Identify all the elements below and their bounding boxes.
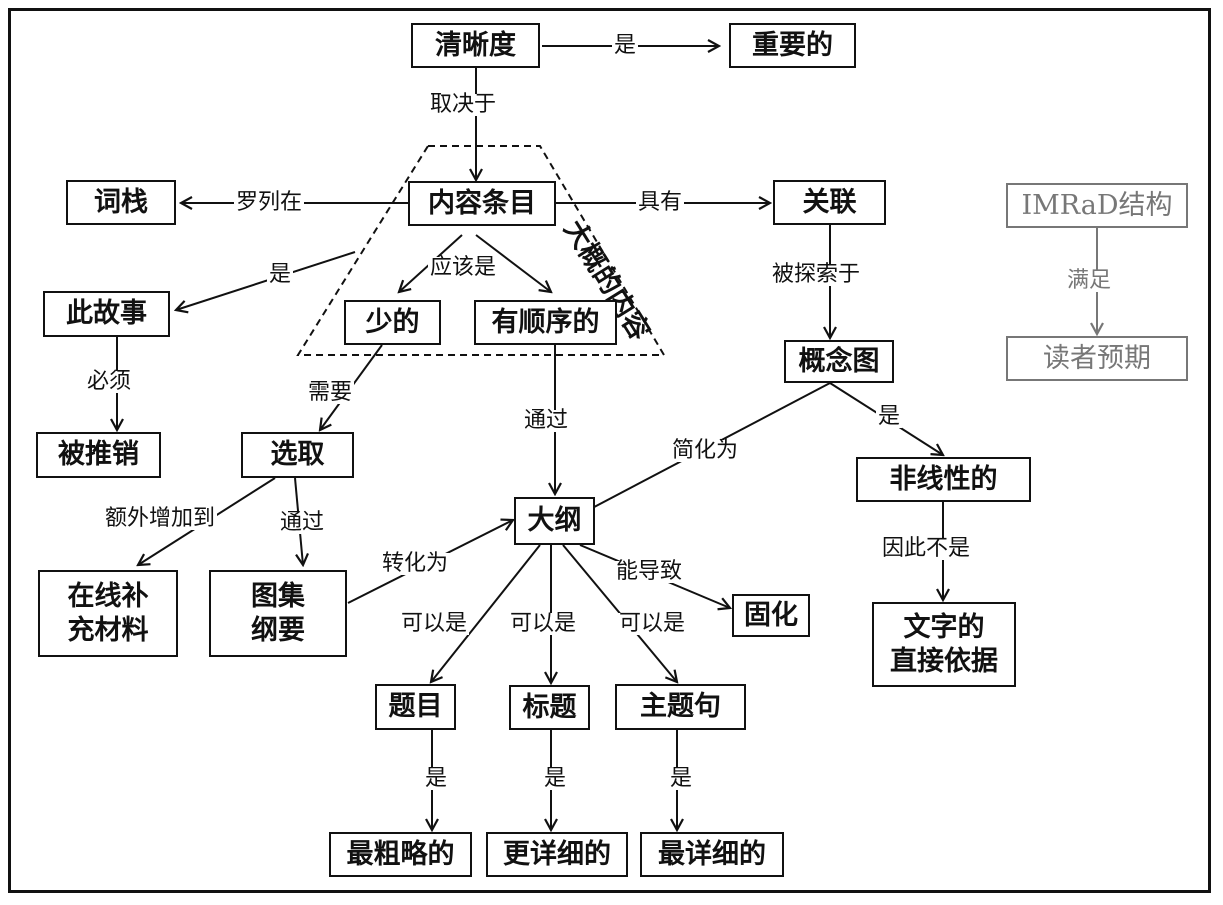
node-promoted: 被推销: [36, 432, 161, 478]
node-nonlinear: 非线性的: [856, 457, 1031, 502]
edge-label-explored-in: 被探索于: [770, 262, 863, 287]
node-title: 题目: [375, 684, 456, 730]
edge-label-is-3: 是: [668, 766, 695, 791]
edge-content-story: [176, 251, 356, 310]
edge-label-via-select: 通过: [278, 510, 327, 535]
node-most-detailed: 最详细的: [640, 832, 784, 877]
node-select: 选取: [241, 432, 354, 478]
edge-label-has: 具有: [636, 190, 685, 215]
text-basis-line-2: 直接依据: [890, 645, 998, 677]
edge-label-converted-to: 转化为: [380, 551, 451, 576]
edge-label-therefore-not: 因此不是: [880, 536, 973, 561]
node-topic-sentence: 主题句: [615, 684, 746, 730]
text-basis-line-1: 文字的: [903, 611, 985, 643]
edge-content-ordered: [475, 234, 551, 292]
node-reader-expectation: 读者预期: [1006, 336, 1188, 381]
edge-label-can-be-1: 可以是: [399, 611, 470, 636]
node-online-supplement: 在线补充材料: [38, 570, 178, 657]
node-outline: 大纲: [514, 497, 595, 545]
node-roughest: 最粗略的: [329, 832, 472, 877]
node-heading: 标题: [509, 685, 590, 730]
edge-label-can-lead-to: 能导致: [614, 559, 685, 584]
node-solidify: 固化: [732, 594, 810, 637]
node-figure-summary: 图集纲要: [209, 570, 347, 657]
edge-label-is-nonlinear: 是: [876, 404, 903, 429]
node-content-items: 内容条目: [408, 181, 556, 226]
figure-summary-line-2: 纲要: [251, 614, 305, 646]
edge-label-can-be-3: 可以是: [617, 611, 688, 636]
node-word-stack: 词栈: [66, 180, 176, 225]
edge-label-is-2: 是: [542, 766, 569, 791]
node-ordered: 有顺序的: [474, 300, 617, 345]
edge-label-can-be-2: 可以是: [508, 611, 579, 636]
node-imrad: IMRaD结构: [1006, 183, 1188, 228]
node-this-story: 此故事: [43, 291, 170, 337]
node-few: 少的: [344, 300, 441, 345]
edge-label-is-1: 是: [423, 766, 450, 791]
edge-label-via-ordered: 通过: [522, 408, 571, 433]
edge-label-listed-in: 罗列在: [234, 190, 305, 215]
online-supplement-line-2: 充材料: [67, 614, 149, 646]
edge-label-should-be: 应该是: [428, 255, 499, 280]
node-important: 重要的: [729, 23, 856, 68]
edge-label-extra-added-to: 额外增加到: [103, 506, 218, 531]
node-concept-map: 概念图: [784, 340, 894, 383]
node-clarity: 清晰度: [411, 23, 540, 68]
node-text-basis: 文字的直接依据: [872, 602, 1016, 687]
summary-region-outline: [296, 145, 666, 356]
figure-summary-line-1: 图集: [251, 580, 305, 612]
node-more-detailed: 更详细的: [486, 832, 628, 877]
edge-label-needs: 需要: [306, 380, 355, 405]
diagram-frame: [8, 8, 1211, 893]
edge-label-satisfies: 满足: [1065, 268, 1114, 293]
edge-label-is-important: 是: [612, 33, 639, 58]
node-relation: 关联: [773, 180, 886, 225]
edge-label-simplified-to: 简化为: [670, 438, 741, 463]
edge-label-must: 必须: [85, 369, 134, 394]
online-supplement-line-1: 在线补: [67, 580, 149, 612]
edge-label-is-story: 是: [267, 262, 294, 287]
edge-outline-title: [431, 544, 541, 682]
edge-label-depends-on: 取决于: [428, 92, 499, 117]
